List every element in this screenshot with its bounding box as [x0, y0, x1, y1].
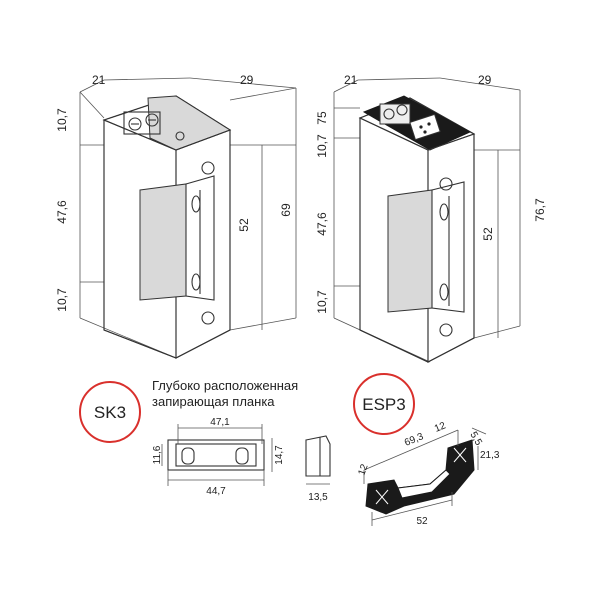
- right-bottom-section-label: 10,7: [315, 290, 329, 314]
- sk3-top-length-label: 47,1: [210, 417, 230, 428]
- left-top-width-label: 21: [92, 73, 106, 87]
- left-middle-section-label: 47,6: [55, 200, 69, 224]
- sk3-badge-ring: [79, 381, 141, 443]
- sk3-side-depth-label: 13,5: [308, 492, 328, 503]
- left-height-label: 69: [279, 203, 293, 217]
- left-top-depth-label: 29: [240, 73, 254, 87]
- sk3-right-height-label: 14,7: [274, 445, 285, 465]
- right-top-width-label: 21: [344, 73, 358, 87]
- right-top-section-label: 10,7: [315, 134, 329, 158]
- sk3-description-line2: запирающая планка: [152, 394, 275, 409]
- sk3-left-height-label: 11,6: [152, 445, 163, 464]
- left-inner-label: 52: [237, 218, 251, 232]
- esp3-badge-ring: [353, 373, 415, 435]
- sk3-description-line1: Глубоко расположенная: [152, 378, 298, 393]
- right-middle-section-label: 47,6: [315, 212, 329, 236]
- sk3-section: SK3 Глубоко расположенная запирающая пла…: [79, 378, 331, 503]
- left-bottom-section-label: 10,7: [55, 288, 69, 312]
- left-top-section-label: 10,7: [55, 108, 69, 132]
- right-cap-section-label: 75: [315, 111, 329, 125]
- right-strike-drawing: 21 29 75 10,7 47,6 10,7 52 76,7: [315, 73, 547, 363]
- esp3-bottom-length-label: 52: [416, 516, 428, 527]
- right-inner-label: 52: [481, 227, 495, 241]
- esp3-length-label: 69,3: [403, 431, 426, 449]
- esp3-left-end-label: 12: [356, 462, 370, 477]
- sk3-bottom-length-label: 44,7: [206, 486, 226, 497]
- esp3-section: ESP3 69,3 12 12 5,5 21,3 52: [353, 373, 500, 527]
- right-top-depth-label: 29: [478, 73, 492, 87]
- right-height-label: 76,7: [533, 198, 547, 222]
- esp3-badge: ESP3: [362, 395, 405, 414]
- left-strike-drawing: 21 29 10,7 47,6 10,7 52 69: [55, 73, 297, 359]
- esp3-height-label: 21,3: [480, 450, 500, 461]
- sk3-badge: SK3: [94, 403, 126, 422]
- esp3-end-width-label: 12: [433, 420, 448, 435]
